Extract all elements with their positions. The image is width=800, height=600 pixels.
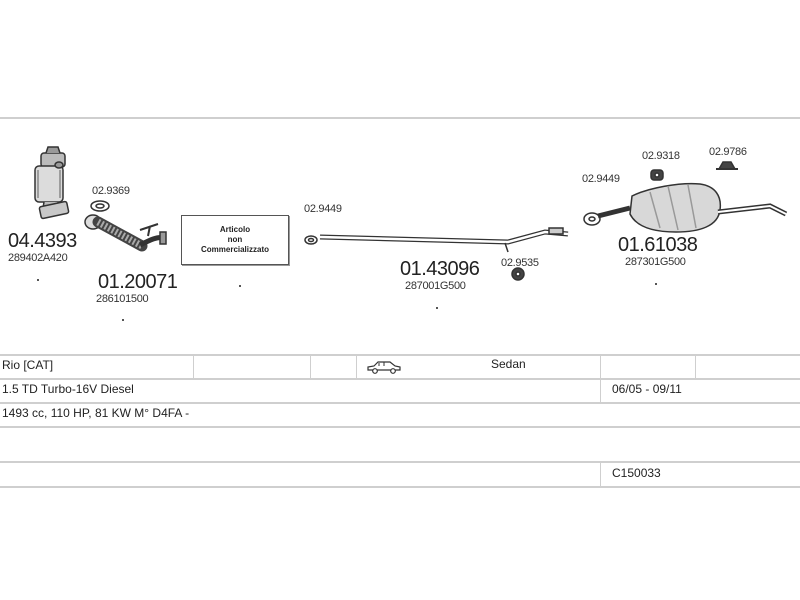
vehicle-body: Sedan (491, 357, 526, 371)
cat-oem-number: 289402A420 (8, 252, 68, 264)
mid-pipe-oem-number: 287001G500 (405, 280, 466, 292)
mid-pipe-drawing (319, 227, 569, 253)
gasket-9369-part-number: 02.9369 (92, 185, 130, 197)
rear-silencer-dot (655, 283, 657, 285)
hanger-9786-part-number: 02.9786 (709, 146, 747, 158)
not-available-line3: Commercializzato (200, 245, 270, 254)
flex-pipe-drawing (84, 214, 167, 252)
table-divider-7 (600, 463, 601, 486)
hanger-9535-drawing (511, 267, 525, 281)
not-available-line1: Articolo (219, 225, 251, 234)
mid-pipe-dot (436, 307, 438, 309)
table-line-6 (0, 486, 800, 488)
cat-dot (37, 279, 39, 281)
vehicle-years: 06/05 - 09/11 (612, 382, 682, 396)
flex-pipe-dot (122, 319, 124, 321)
flex-pipe-oem-number: 286101500 (96, 293, 149, 305)
vehicle-specs: 1493 cc, 110 HP, 81 KW M° D4FA - (2, 406, 190, 420)
cat-part-number: 04.4393 (8, 230, 77, 252)
gasket-9449-rear-drawing (583, 212, 601, 226)
not-available-line2: non (227, 235, 243, 244)
catalytic-converter-drawing (34, 146, 70, 220)
vehicle-code: C150033 (612, 466, 661, 480)
table-divider-3 (356, 356, 357, 378)
vehicle-engine: 1.5 TD Turbo-16V Diesel (2, 382, 134, 396)
top-border (0, 117, 800, 119)
table-divider-4 (600, 356, 601, 378)
table-divider-6 (600, 380, 601, 402)
rear-silencer-oem-number: 287301G500 (625, 256, 686, 268)
table-line-4 (0, 426, 800, 428)
gasket-9449-front-drawing (304, 235, 318, 245)
vehicle-model: Rio [CAT] (2, 358, 54, 372)
hanger-9318-drawing (650, 169, 664, 181)
table-divider-2 (310, 356, 311, 378)
gasket-9449-front-part-number: 02.9449 (304, 203, 342, 215)
table-line-3 (0, 402, 800, 404)
table-divider-1 (193, 356, 194, 378)
gasket-9369-drawing (90, 200, 110, 212)
table-divider-5 (695, 356, 696, 378)
not-available-box: Articolo non Commercializzato (181, 215, 289, 265)
hanger-9786-drawing (716, 161, 738, 170)
rear-silencer-drawing (597, 182, 788, 233)
table-line-2 (0, 378, 800, 380)
hanger-9318-part-number: 02.9318 (642, 150, 680, 162)
mid-pipe-part-number: 01.43096 (400, 258, 480, 280)
sedan-car-icon (367, 361, 401, 374)
not-available-dot (239, 285, 241, 287)
table-line-1 (0, 354, 800, 356)
table-line-5 (0, 461, 800, 463)
gasket-9449-rear-part-number: 02.9449 (582, 173, 620, 185)
rear-silencer-part-number: 01.61038 (618, 234, 698, 256)
hanger-9535-part-number: 02.9535 (501, 257, 539, 269)
flex-pipe-part-number: 01.20071 (98, 271, 178, 293)
